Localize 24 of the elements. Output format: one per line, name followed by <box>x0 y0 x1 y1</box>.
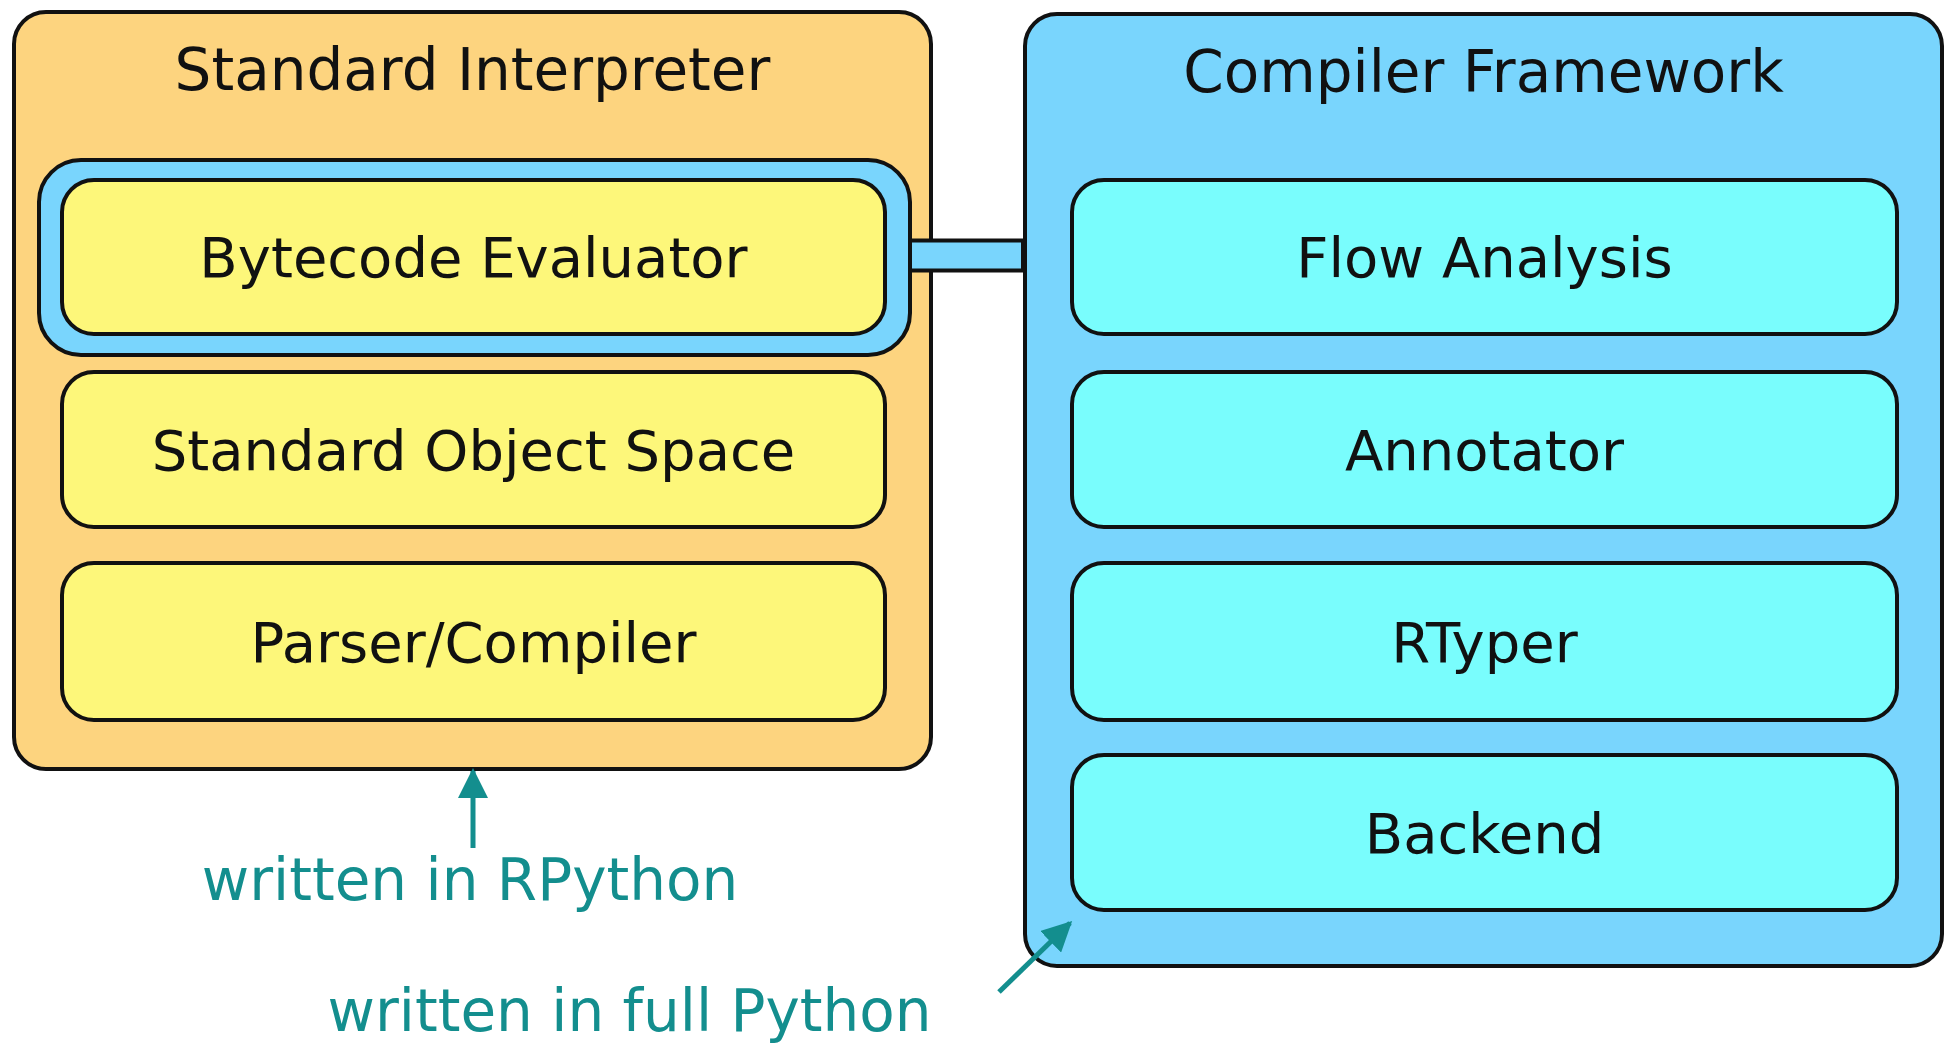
component-box <box>60 370 887 529</box>
component-box <box>1070 370 1899 529</box>
component-label: Backend <box>1363 800 1606 865</box>
component-box <box>1070 753 1899 912</box>
arrow <box>458 768 488 848</box>
component-box <box>60 178 887 336</box>
panel-title: Standard Interpreter <box>173 36 772 104</box>
component-label: Flow Analysis <box>1295 224 1674 290</box>
framework-panel <box>1023 12 1944 968</box>
component-label: Annotator <box>1343 417 1626 482</box>
component-box <box>1070 178 1899 336</box>
component-label: Bytecode Evaluator <box>198 224 749 290</box>
annotation-text: written in full Python <box>326 977 933 1045</box>
component-label: Parser/Compiler <box>249 609 698 674</box>
component-box <box>60 561 887 722</box>
component-label: Standard Object Space <box>150 417 797 482</box>
component-label: RTyper <box>1390 609 1579 674</box>
connector-band <box>910 238 1025 273</box>
component-box <box>1070 561 1899 722</box>
annotation-text: written in RPython <box>200 846 740 914</box>
interpreter-panel <box>12 10 933 771</box>
arrow <box>997 920 1073 994</box>
panel-title: Compiler Framework <box>1182 38 1785 106</box>
highlight-frame <box>37 158 912 357</box>
